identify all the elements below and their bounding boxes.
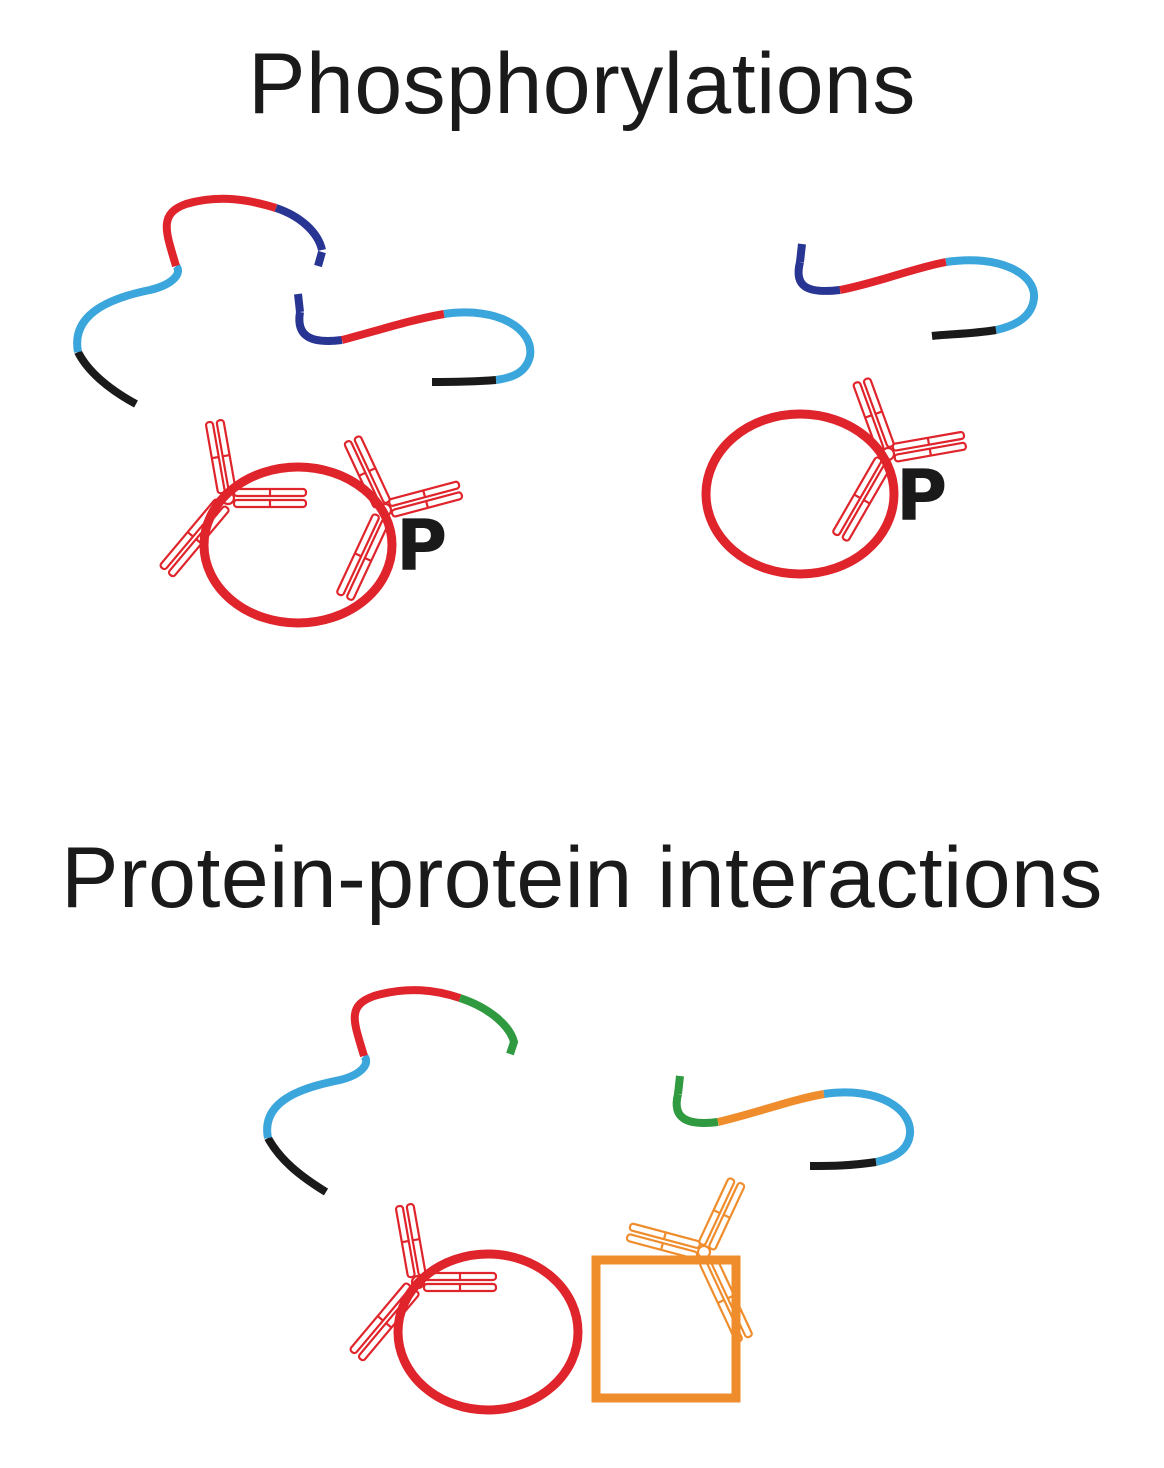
target-protein-ellipse (393, 1249, 583, 1415)
dna-tag-strand (294, 293, 535, 386)
target-protein-ellipse (199, 462, 397, 628)
antibody-icon (619, 1171, 806, 1368)
phosphorylations-title: Phosphorylations (248, 36, 916, 132)
target-protein-ellipse (701, 409, 899, 579)
dna-tag-strand (263, 986, 519, 1196)
partner-protein-square (591, 1255, 741, 1403)
phospho-marker: P (896, 455, 947, 537)
dna-tag-strand (672, 1075, 915, 1170)
phospho-complex-left: P (73, 194, 535, 628)
protein-protein-interactions-title: Protein-protein interactions (61, 830, 1103, 926)
ppi-complex (263, 986, 915, 1415)
phospho-complex-right: P (701, 243, 1038, 579)
phospho-marker: P (396, 505, 447, 587)
dna-tag-strand (794, 243, 1038, 340)
dna-tag-strand (73, 194, 326, 408)
